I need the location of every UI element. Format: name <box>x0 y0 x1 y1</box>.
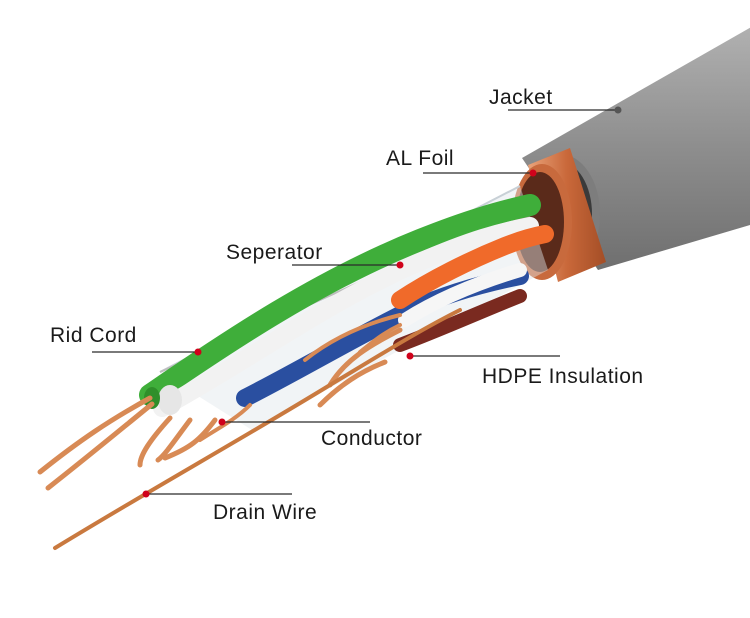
twisted-pairs <box>139 194 554 417</box>
label-hdpe-insulation: HDPE Insulation <box>482 365 644 388</box>
label-drain-wire: Drain Wire <box>213 501 318 524</box>
pointer-dots <box>142 106 622 498</box>
label-rid-cord: Rid Cord <box>50 324 137 347</box>
leader-lines <box>92 109 618 495</box>
copper-conductors <box>37 313 403 491</box>
label-conductor: Conductor <box>321 427 423 450</box>
label-jacket: Jacket <box>489 86 553 109</box>
label-separator: Seperator <box>226 241 323 264</box>
label-al-foil: AL Foil <box>386 147 455 170</box>
drain-wire-shape <box>53 308 462 550</box>
